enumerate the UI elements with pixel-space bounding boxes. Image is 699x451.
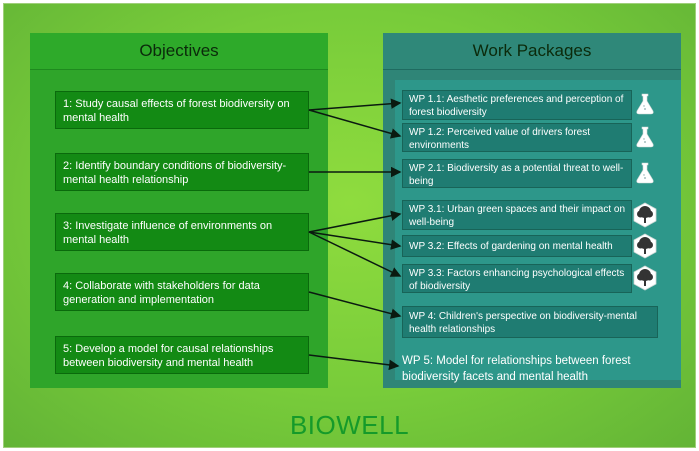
- wp-1-1: WP 1.1: Aesthetic preferences and percep…: [402, 90, 632, 120]
- brand-title: BIOWELL: [289, 410, 410, 440]
- tree-icon: [633, 233, 657, 259]
- objective-2: 2: Identify boundary conditions of biodi…: [55, 153, 309, 191]
- flask-icon: [636, 162, 654, 184]
- flask-icon: [636, 93, 654, 115]
- wp-5: WP 5: Model for relationships between fo…: [402, 355, 631, 383]
- objective-4: 4: Collaborate with stakeholders for dat…: [55, 273, 309, 311]
- wp-3-1: WP 3.1: Urban green spaces and their imp…: [402, 200, 632, 230]
- wp-3-2: WP 3.2: Effects of gardening on mental h…: [402, 235, 632, 257]
- objective-1: 1: Study causal effects of forest biodiv…: [55, 91, 309, 129]
- tree-icon: [633, 265, 657, 291]
- flask-icon: [636, 126, 654, 148]
- objectives-panel: Objectives: [30, 33, 328, 388]
- objectives-title: Objectives: [30, 33, 328, 70]
- wp-2-1: WP 2.1: Biodiversity as a potential thre…: [402, 159, 632, 188]
- wp-3-3: WP 3.3: Factors enhancing psychological …: [402, 264, 632, 293]
- wp-1-2: WP 1.2: Perceived value of drivers fores…: [402, 123, 632, 152]
- objective-3: 3: Investigate influence of environments…: [55, 213, 309, 251]
- wp-4: WP 4: Children's perspective on biodiver…: [402, 306, 658, 338]
- work-packages-title: Work Packages: [383, 33, 681, 70]
- tree-icon: [633, 202, 657, 228]
- objective-5: 5: Develop a model for causal relationsh…: [55, 336, 309, 374]
